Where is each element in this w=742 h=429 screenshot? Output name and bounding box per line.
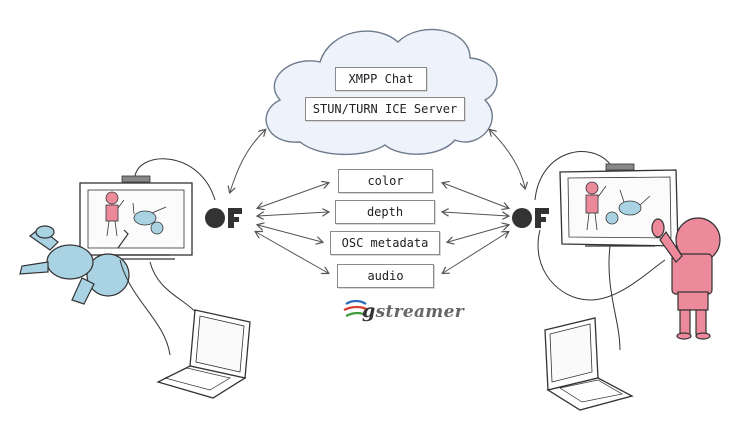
- stream-audio-label: audio: [337, 264, 434, 288]
- laptop-icon: [544, 317, 634, 411]
- stream-depth-label: depth: [335, 200, 435, 224]
- arrow-right-audio: [443, 232, 508, 273]
- kinect-sensor-icon: [605, 163, 635, 171]
- network-arrows: [230, 130, 525, 273]
- arrow-right-depth: [443, 212, 508, 216]
- kinect-sensor-icon: [121, 175, 151, 183]
- remote-user-figure: [585, 181, 651, 231]
- left-person-figure: [19, 225, 130, 305]
- stun-turn-server-label: STUN/TURN ICE Server: [305, 97, 465, 121]
- gstreamer-wordmark: gstreamer: [362, 300, 464, 322]
- arrow-left-depth: [258, 212, 328, 216]
- openframeworks-logo-icon: [205, 208, 242, 228]
- arrow-cloud-right: [490, 130, 525, 188]
- stream-osc-metadata-label: OSC metadata: [330, 231, 440, 255]
- openframeworks-logo-icon: [512, 208, 549, 228]
- gstreamer-wordmark-text: streamer: [375, 302, 464, 322]
- cloud: [265, 28, 498, 156]
- arrow-left-osc: [258, 225, 322, 242]
- stream-color-label: color: [338, 169, 433, 193]
- right-person-figure: [651, 217, 721, 340]
- arrow-cloud-left: [230, 130, 265, 192]
- gstreamer-wordmark-prefix: g: [362, 300, 376, 322]
- laptop-icon: [156, 309, 251, 399]
- tv-screen-icon: [79, 182, 193, 260]
- xmpp-chat-label: XMPP Chat: [335, 67, 427, 91]
- arrow-right-color: [443, 183, 508, 208]
- arrow-right-osc: [448, 225, 508, 242]
- remote-user-figure: [105, 191, 167, 237]
- arrow-left-color: [258, 183, 328, 208]
- arrow-left-audio: [256, 232, 328, 273]
- gstreamer-logo-icon: [343, 299, 369, 317]
- cables: [534, 151, 666, 351]
